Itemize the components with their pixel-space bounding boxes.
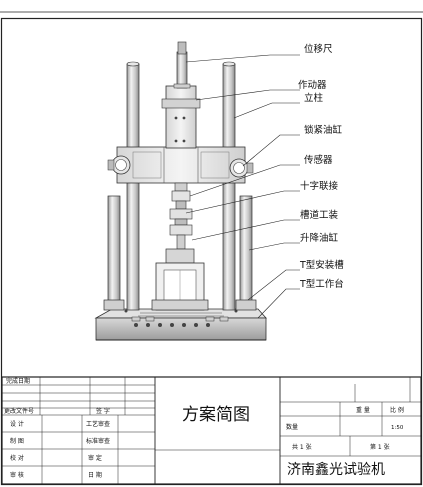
leader-lines [185, 54, 300, 319]
standard-review-label: 标准审查 [86, 437, 110, 445]
channel-fixture [151, 248, 209, 311]
callout-t-slot: T型安装槽 [299, 259, 344, 271]
column [126, 61, 236, 311]
actuator [161, 85, 201, 149]
scale-value: 1:50 [391, 425, 404, 431]
reviewer-label: 审 核 [10, 471, 24, 479]
callout-cross-joint: 十字联接 [300, 180, 339, 192]
title-block-text: 完成日期 更改文件号 签 字 设 计 制 图 校 对 审 核 工艺审查 标准审查… [4, 377, 404, 479]
callout-actuator: 作动器 [298, 79, 327, 91]
crosshead [116, 146, 246, 184]
change-doc-label: 更改文件号 [4, 407, 34, 415]
callout-channel-fixture: 槽道工装 [300, 209, 339, 221]
callout-displacement-scale: 位移尺 [304, 43, 333, 55]
locking-cylinder [107, 155, 254, 178]
completion-date-label: 完成日期 [6, 377, 30, 385]
callout-t-worktable: T型工作台 [299, 278, 344, 290]
sheet-number: 第 1 张 [370, 443, 390, 451]
callout-column: 立柱 [304, 92, 324, 104]
quantity-label: 数量 [286, 423, 298, 431]
sheets-total: 共 1 张 [292, 443, 312, 451]
t-slot [131, 316, 229, 322]
drafter-label: 制 图 [10, 437, 24, 445]
callout-lifting-cylinder: 升降油缸 [300, 232, 339, 244]
lifting-cylinder [103, 195, 257, 311]
process-review-label: 工艺审查 [86, 420, 110, 428]
callout-labels: 位移尺 作动器 立柱 锁紧油缸 传感器 十字联接 槽道工装 升降油缸 T型安装槽… [298, 43, 344, 290]
cross-joint [169, 200, 193, 250]
scale-label: 比 例 [390, 406, 404, 414]
company-name: 济南鑫光试验机 [287, 461, 385, 478]
weight-label: 重 量 [356, 406, 370, 414]
title-block [1, 376, 422, 485]
approval-label: 审 定 [88, 454, 102, 462]
callout-sensor: 传感器 [304, 154, 333, 166]
designer-label: 设 计 [10, 420, 24, 428]
checker-label: 校 对 [10, 454, 24, 462]
callout-locking-cylinder: 锁紧油缸 [304, 124, 343, 136]
machine-illustration [94, 41, 267, 341]
displacement-scale [173, 41, 191, 89]
drawing-title: 方案简图 [182, 405, 250, 425]
t-type-worktable [94, 308, 267, 341]
signature-label: 签 字 [96, 407, 110, 415]
date-label: 日 期 [88, 471, 102, 479]
